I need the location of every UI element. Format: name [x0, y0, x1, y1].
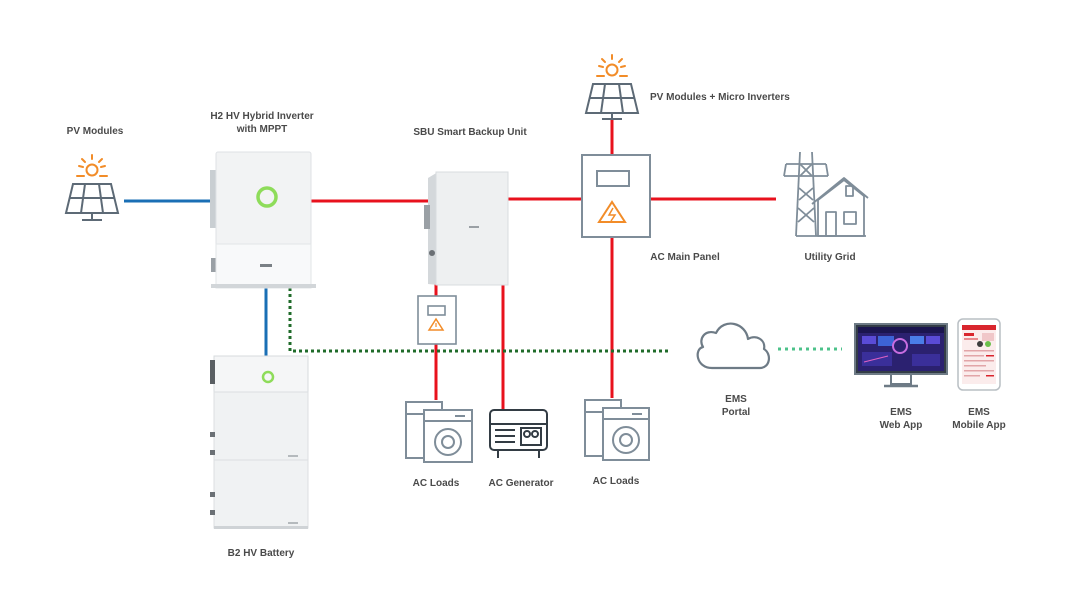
- label-utility-grid: Utility Grid: [804, 252, 856, 263]
- label-ac-main-panel: AC Main Panel: [650, 252, 720, 263]
- hybrid-inverter: [210, 151, 316, 289]
- label-sbu: SBU Smart Backup Unit: [413, 127, 527, 138]
- smart-backup-unit: [424, 171, 509, 286]
- status-ring: [256, 186, 278, 208]
- cloud-icon: [696, 322, 770, 370]
- washer-icon: [584, 399, 650, 461]
- hv-battery: [210, 355, 309, 529]
- label-battery: B2 HV Battery: [227, 548, 295, 559]
- status-ring: [261, 370, 275, 384]
- phone-icon: [957, 318, 1001, 391]
- generator-icon: [489, 409, 548, 458]
- label-ac-generator: AC Generator: [488, 478, 554, 489]
- label-ems-mobile-app: EMS Mobile App: [952, 407, 1006, 431]
- label-hybrid-inverter: H2 HV Hybrid Inverter with MPPT: [210, 111, 314, 135]
- label-ems-web-app: EMS Web App: [879, 407, 923, 431]
- label-pv-micro: PV Modules + Micro Inverters: [650, 92, 790, 103]
- solar-panel-icon: [64, 183, 120, 221]
- label-ems-portal: EMS Portal: [721, 394, 751, 418]
- sun-icon: [596, 54, 628, 77]
- utility-grid-icon: [783, 151, 869, 237]
- breaker-panel-icon: [417, 295, 457, 345]
- monitor-icon: [854, 323, 948, 388]
- solar-panel-icon: [584, 83, 640, 120]
- label-pv-modules: PV Modules: [66, 126, 124, 137]
- comm-line-inverter-ems: [288, 288, 668, 353]
- connections: [124, 120, 842, 410]
- breaker-panel-icon: [581, 154, 651, 238]
- label-ac-loads-2: AC Loads: [592, 476, 640, 487]
- sun-icon: [76, 154, 108, 177]
- label-ac-loads-1: AC Loads: [412, 478, 460, 489]
- washer-icon: [405, 401, 473, 463]
